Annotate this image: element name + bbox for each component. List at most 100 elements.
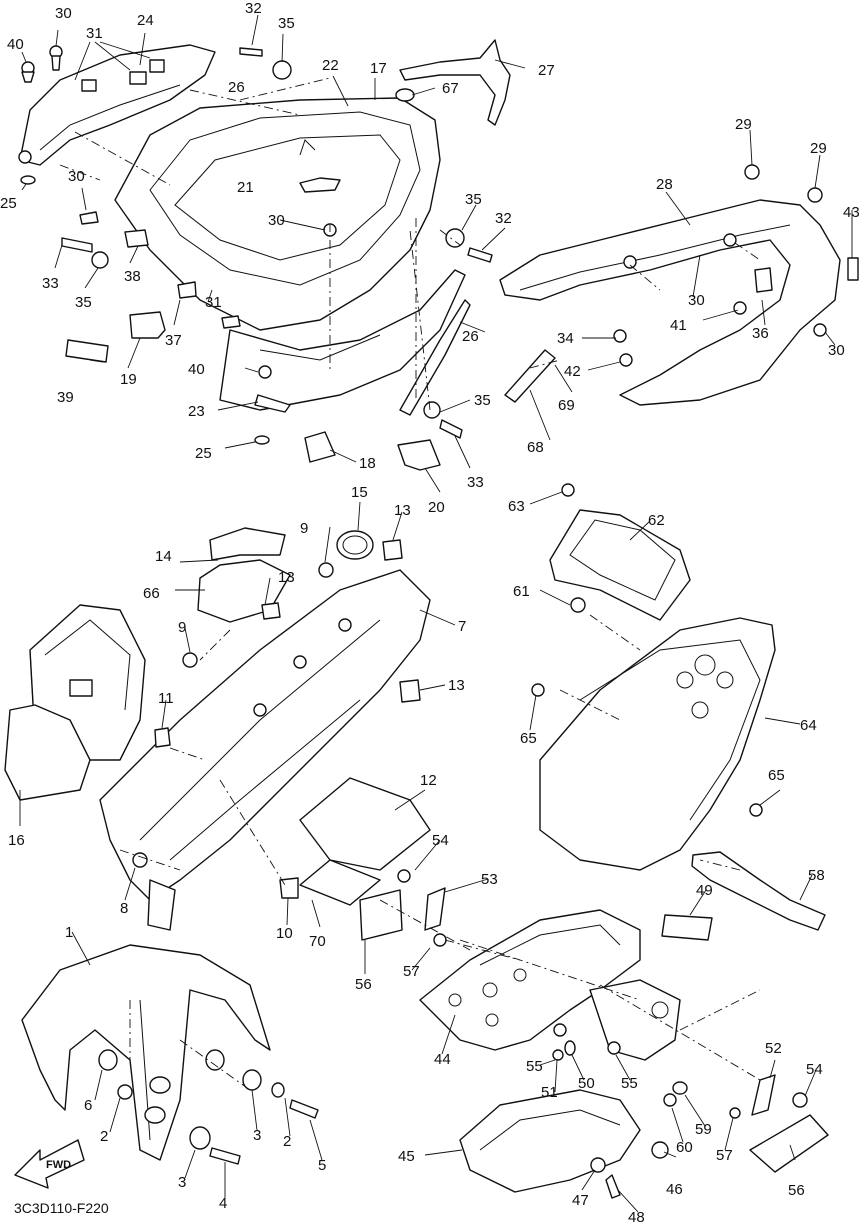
callout-69: 69 [558, 397, 575, 414]
callout-39: 39 [57, 389, 74, 406]
callout-68: 68 [527, 439, 544, 456]
callout-37: 37 [165, 332, 182, 349]
fwd-label: FWD [46, 1159, 71, 1171]
callout-18: 18 [359, 455, 376, 472]
callout-13-right: 13 [448, 677, 465, 694]
rear-fender-inner [99, 569, 431, 931]
callout-40: 40 [7, 36, 24, 53]
callout-66: 66 [143, 585, 160, 602]
callout-44: 44 [434, 1051, 451, 1068]
tail-cover-64 [531, 617, 776, 871]
callout-7: 7 [458, 618, 466, 635]
callout-14: 14 [155, 548, 172, 565]
nut-57b [729, 1107, 741, 1119]
clip-10 [279, 877, 299, 899]
callout-13-mid: 13 [278, 569, 295, 586]
bolt-8 [132, 852, 148, 868]
damper-13c [399, 679, 421, 703]
bracket-58 [691, 851, 826, 931]
rear-cowl-strip [399, 299, 471, 416]
callout-46: 46 [666, 1181, 683, 1198]
callout-19: 19 [120, 371, 137, 388]
rear-fender [419, 909, 681, 1061]
mudguard-45 [459, 1089, 669, 1199]
callout-45: 45 [398, 1148, 415, 1165]
collar-60 [663, 1093, 677, 1107]
callout-4: 4 [219, 1195, 227, 1212]
nut-55b [607, 1041, 621, 1055]
callout-65-left: 65 [520, 730, 537, 747]
washer-50 [564, 1040, 576, 1056]
callout-53: 53 [481, 871, 498, 888]
callout-41: 41 [670, 317, 687, 334]
callout-31: 31 [86, 25, 103, 42]
callout-57-lower: 57 [716, 1147, 733, 1164]
callout-28: 28 [656, 176, 673, 193]
bracket-62 [549, 483, 691, 621]
callout-54-lower: 54 [806, 1061, 823, 1078]
callout-30-frame-right: 30 [828, 342, 845, 359]
callout-29-right: 29 [810, 140, 827, 157]
ring-15 [336, 530, 374, 560]
washer-59 [672, 1081, 688, 1095]
callout-20: 20 [428, 499, 445, 516]
callout-61: 61 [513, 583, 530, 600]
callout-55-right: 55 [621, 1075, 638, 1092]
clip-21 [299, 177, 341, 193]
callout-54-upper: 54 [432, 832, 449, 849]
callout-25-lower: 25 [195, 445, 212, 462]
callout-59: 59 [695, 1121, 712, 1138]
callout-35-right: 35 [465, 191, 482, 208]
callout-9-left: 9 [178, 619, 186, 636]
callout-8: 8 [120, 900, 128, 917]
callout-43: 43 [843, 204, 860, 221]
callout-1: 1 [65, 924, 73, 941]
callout-56-upper: 56 [355, 976, 372, 993]
callout-32-right: 32 [495, 210, 512, 227]
callout-34: 34 [557, 330, 574, 347]
diagram-code: 3C3D110-F220 [14, 1200, 109, 1216]
callout-55-left: 55 [526, 1058, 543, 1075]
callout-42: 42 [564, 363, 581, 380]
callout-27: 27 [538, 62, 555, 79]
callout-30-left: 30 [68, 168, 85, 185]
callout-15: 15 [351, 484, 368, 501]
callout-25-upper: 25 [0, 195, 17, 212]
callout-38: 38 [124, 268, 141, 285]
callout-30-frame: 30 [688, 292, 705, 309]
callout-17: 17 [370, 60, 387, 77]
callout-10: 10 [276, 925, 293, 942]
callout-36: 36 [752, 325, 769, 342]
callout-26-right: 26 [462, 328, 479, 345]
callout-3-left: 3 [178, 1174, 186, 1191]
callout-23: 23 [188, 403, 205, 420]
callout-11: 11 [158, 690, 174, 707]
callout-2-right: 2 [283, 1133, 291, 1150]
callout-30: 30 [55, 5, 72, 22]
callout-50: 50 [578, 1075, 595, 1092]
seal-strip-68 [504, 349, 556, 403]
callout-32: 32 [245, 0, 262, 17]
callout-3-right: 3 [253, 1127, 261, 1144]
front-fender [21, 944, 319, 1165]
callout-35: 35 [278, 15, 295, 32]
nut-51 [552, 1049, 564, 1061]
side-cowl-lower [219, 269, 466, 411]
callout-40-lower: 40 [188, 361, 205, 378]
bolt-9a [318, 562, 334, 578]
bolt-9b [182, 652, 198, 668]
callout-70: 70 [309, 933, 326, 950]
dashed-assembly-lines [59, 77, 761, 1091]
leader-lines [19, 14, 853, 1213]
sheet-70 [299, 859, 381, 906]
side-cowl-panel [18, 44, 216, 166]
callout-48: 48 [628, 1209, 645, 1224]
callout-58: 58 [808, 867, 825, 884]
callout-24: 24 [137, 12, 154, 29]
callout-5: 5 [318, 1157, 326, 1174]
callout-51: 51 [541, 1084, 558, 1101]
clip-11 [154, 727, 171, 748]
reflector-49 [661, 914, 713, 941]
callout-22: 22 [322, 57, 339, 74]
